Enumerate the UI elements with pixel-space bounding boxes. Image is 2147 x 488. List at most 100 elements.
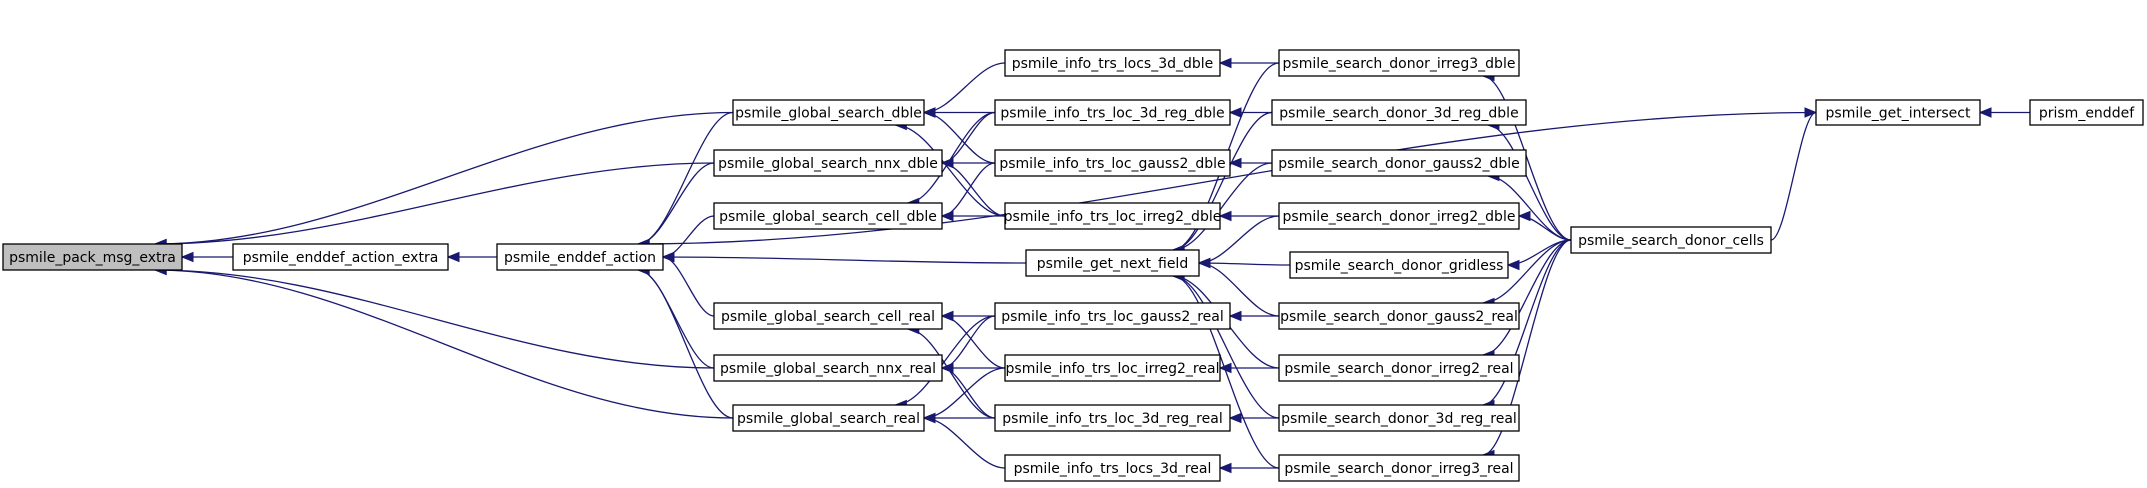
arrowhead-sdg2d-to-itlg2d	[1228, 157, 1242, 169]
node-gsnr[interactable]: psmile_global_search_nnx_real	[713, 354, 943, 382]
node-box-sdi2d[interactable]	[1278, 202, 1520, 230]
node-box-its3r[interactable]	[1004, 454, 1221, 482]
edge-gi-to-ea	[638, 111, 1817, 245]
edge-sd3rr-to-gnf	[1173, 275, 1280, 419]
node-box-itlg2d[interactable]	[994, 149, 1231, 177]
node-itli2r[interactable]: psmile_info_trs_loc_irreg2_real	[1004, 354, 1221, 382]
node-sdg2r[interactable]: psmile_search_donor_gauss2_real	[1278, 302, 1520, 330]
node-box-itl3rr[interactable]	[994, 404, 1231, 432]
edge-sdc-to-sdi3r	[1482, 239, 1572, 456]
node-sdgl[interactable]: psmile_search_donor_gridless	[1289, 251, 1509, 279]
node-box-itlg2r[interactable]	[994, 302, 1231, 330]
node-label-itl3rd: psmile_info_trs_loc_3d_reg_dble	[1000, 106, 1224, 122]
node-itlg2r[interactable]: psmile_info_trs_loc_gauss2_real	[994, 302, 1231, 330]
node-label-itli2r: psmile_info_trs_loc_irreg2_real	[1006, 361, 1220, 377]
node-itli2d[interactable]: psmile_info_trs_loc_irreg2_dble	[1004, 202, 1222, 230]
node-box-sdi3d[interactable]	[1278, 49, 1520, 77]
node-box-itli2d[interactable]	[1004, 202, 1221, 230]
node-box-gsnr[interactable]	[713, 354, 943, 382]
edge-itl3rd-to-gsnd	[941, 111, 996, 164]
node-sdi3r[interactable]: psmile_search_donor_irreg3_real	[1278, 454, 1520, 482]
arrowhead-sdc-to-sdi2d	[1517, 210, 1531, 222]
node-sdc[interactable]: psmile_search_donor_cells	[1570, 226, 1772, 254]
edge-sdi3r-to-gnf	[1172, 275, 1280, 469]
node-sd3rd[interactable]: psmile_search_donor_3d_reg_dble	[1271, 99, 1527, 126]
node-sdg2d[interactable]: psmile_search_donor_gauss2_dble	[1271, 149, 1527, 177]
arrowhead-sdi3r-to-its3r	[1218, 462, 1232, 474]
node-itl3rd[interactable]: psmile_info_trs_loc_3d_reg_dble	[994, 99, 1231, 126]
node-box-sdi2r[interactable]	[1278, 354, 1520, 382]
node-box-gi[interactable]	[1815, 99, 1981, 126]
node-box-ea[interactable]	[496, 243, 664, 271]
arrowhead-itli2r-to-gscr	[940, 310, 954, 322]
node-box-sd3rd[interactable]	[1271, 99, 1527, 126]
edge-itlg2r-to-gsr	[895, 315, 996, 406]
node-label-sdg2r: psmile_search_donor_gauss2_real	[1280, 309, 1518, 325]
arrowhead-sdg2r-to-itlg2r	[1228, 310, 1242, 322]
node-label-itli2d: psmile_info_trs_loc_irreg2_dble	[1004, 209, 1222, 225]
node-box-gnf[interactable]	[1025, 249, 1200, 277]
node-box-gsr[interactable]	[732, 404, 925, 432]
node-label-eae: psmile_enddef_action_extra	[243, 250, 439, 266]
node-box-gsnd[interactable]	[713, 149, 943, 177]
arrowhead-itlg2d-to-gsd	[922, 107, 936, 118]
edge-gsnd-to-ea	[638, 162, 715, 245]
arrowhead-sdi3d-to-its3d	[1218, 57, 1232, 69]
arrowhead-sdg2r-to-gnf	[1197, 257, 1211, 269]
node-label-sdi3r: psmile_search_donor_irreg3_real	[1284, 461, 1513, 477]
node-box-sdg2r[interactable]	[1278, 302, 1520, 330]
node-box-sdg2d[interactable]	[1271, 149, 1527, 177]
node-box-eae[interactable]	[232, 243, 449, 271]
node-gsnd[interactable]: psmile_global_search_nnx_dble	[713, 149, 943, 177]
node-box-its3d[interactable]	[1004, 49, 1221, 77]
node-sdi2r[interactable]: psmile_search_donor_irreg2_real	[1278, 354, 1520, 382]
node-label-gi: psmile_get_intersect	[1826, 106, 1971, 122]
node-eae[interactable]: psmile_enddef_action_extra	[232, 243, 449, 271]
node-box-itl3rd[interactable]	[994, 99, 1231, 126]
node-pe[interactable]: prism_enddef	[2029, 99, 2144, 126]
node-label-sdi2d: psmile_search_donor_irreg2_dble	[1283, 209, 1516, 225]
arrowhead-sd3rr-to-itl3rr	[1228, 412, 1242, 424]
node-label-itlg2d: psmile_info_trs_loc_gauss2_dble	[999, 156, 1225, 172]
node-pack[interactable]: psmile_pack_msg_extra	[2, 243, 183, 271]
node-its3d[interactable]: psmile_info_trs_locs_3d_dble	[1004, 49, 1221, 77]
node-box-sdgl[interactable]	[1289, 251, 1509, 279]
node-gnf[interactable]: psmile_get_next_field	[1025, 249, 1200, 277]
node-box-sdc[interactable]	[1570, 226, 1772, 254]
arrowhead-ea-to-eae	[446, 251, 460, 263]
edge-itli2d-to-gsd	[895, 124, 1006, 217]
node-box-sdi3r[interactable]	[1278, 454, 1520, 482]
node-ea[interactable]: psmile_enddef_action	[496, 243, 664, 271]
edge-gnf-to-ea	[662, 256, 1027, 264]
node-gsr[interactable]: psmile_global_search_real	[732, 404, 925, 432]
node-itl3rr[interactable]: psmile_info_trs_loc_3d_reg_real	[994, 404, 1231, 432]
node-box-gscd[interactable]	[713, 202, 943, 230]
node-label-its3d: psmile_info_trs_locs_3d_dble	[1012, 56, 1214, 72]
node-its3r[interactable]: psmile_info_trs_locs_3d_real	[1004, 454, 1221, 482]
node-sdi3d[interactable]: psmile_search_donor_irreg3_dble	[1278, 49, 1520, 77]
edge-gsr-to-ea	[638, 269, 734, 419]
node-box-sd3rr[interactable]	[1278, 404, 1520, 432]
edge-sd3rd-to-gnf	[1172, 111, 1273, 251]
node-label-gscr: psmile_global_search_cell_real	[721, 309, 935, 325]
node-itlg2d[interactable]: psmile_info_trs_loc_gauss2_dble	[994, 149, 1231, 177]
node-label-itlg2r: psmile_info_trs_loc_gauss2_real	[1001, 309, 1224, 325]
node-label-gscd: psmile_global_search_cell_dble	[719, 209, 937, 225]
edge-sdg2d-to-gnf	[1173, 162, 1273, 251]
node-sd3rr[interactable]: psmile_search_donor_3d_reg_real	[1278, 404, 1520, 432]
node-gi[interactable]: psmile_get_intersect	[1815, 99, 1981, 126]
node-gscd[interactable]: psmile_global_search_cell_dble	[713, 202, 943, 230]
node-box-pack[interactable]	[2, 243, 183, 271]
edge-its3d-to-gsd	[923, 62, 1006, 114]
node-box-gscr[interactable]	[713, 302, 943, 330]
node-gscr[interactable]: psmile_global_search_cell_real	[713, 302, 943, 330]
edge-itl3rr-to-gsnr	[941, 367, 996, 419]
node-label-gnf: psmile_get_next_field	[1037, 256, 1188, 272]
node-label-its3r: psmile_info_trs_locs_3d_real	[1014, 461, 1212, 477]
node-box-itli2r[interactable]	[1004, 354, 1221, 382]
edge-gsnd-to-pack	[155, 162, 715, 245]
node-gsd[interactable]: psmile_global_search_dble	[732, 99, 925, 126]
node-box-pe[interactable]	[2029, 99, 2144, 126]
node-sdi2d[interactable]: psmile_search_donor_irreg2_dble	[1278, 202, 1520, 230]
node-box-gsd[interactable]	[732, 99, 925, 126]
